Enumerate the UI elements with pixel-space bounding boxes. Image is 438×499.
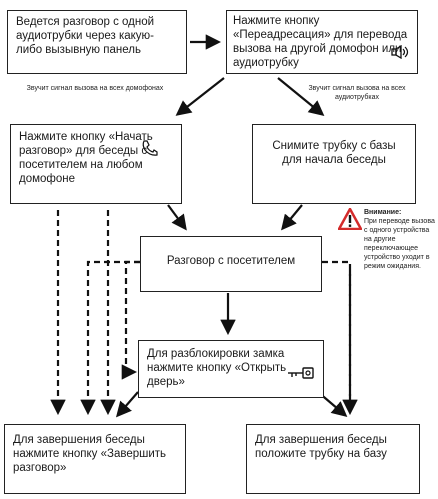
step-box-7: Для завершения беседы нажмите кнопку «За…	[4, 424, 186, 494]
note-right: Звучит сигнал вызова на всех аудиотрубка…	[302, 84, 412, 102]
note-left: Звучит сигнал вызова на всех домофонах	[20, 84, 170, 93]
step-text-4: Снимите трубку с базы для начала беседы	[272, 140, 396, 166]
step-text-2: Нажмите кнопку «Переадресация» для перев…	[233, 15, 408, 69]
dashed-b5-b7	[80, 260, 140, 416]
note-left-text: Звучит сигнал вызова на всех домофонах	[26, 85, 164, 92]
key-icon	[287, 367, 315, 383]
step-box-5: Разговор с посетителем	[140, 236, 322, 292]
step-box-2: Нажмите кнопку «Переадресация» для перев…	[226, 10, 418, 74]
note-right-text: Звучит сигнал вызова на всех аудиотрубка…	[308, 85, 406, 101]
step-box-3: Нажмите кнопку «Начать разговор» для бес…	[10, 124, 182, 204]
step-box-4: Снимите трубку с базы для начала беседы	[252, 124, 416, 204]
arrow-b2-b4	[277, 77, 325, 116]
step-box-1: Ведется разговор с одной аудиотрубки чер…	[7, 10, 187, 74]
warning-note: Внимание: При переводе вызова с одного у…	[364, 208, 438, 271]
step-text-5: Разговор с посетителем	[166, 255, 296, 267]
step-text-1: Ведется разговор с одной аудиотрубки чер…	[16, 16, 155, 56]
arrow-b6-b7	[115, 391, 139, 418]
step-text-7: Для завершения беседы нажмите кнопку «За…	[13, 434, 167, 474]
dashed-b5-b8	[322, 260, 358, 416]
warning-text: При переводе вызова с одного устройства …	[364, 218, 435, 270]
phone-icon	[141, 139, 159, 161]
step-text-3: Нажмите кнопку «Начать разговор» для бес…	[19, 131, 153, 185]
step-text-8: Для завершения беседы положите трубку на…	[255, 434, 387, 460]
arrow-b4-b5	[281, 204, 303, 231]
arrow-b3-b5	[167, 204, 187, 231]
step-box-6: Для разблокировки замка нажмите кнопку «…	[138, 340, 324, 398]
step-box-8: Для завершения беседы положите трубку на…	[246, 424, 420, 494]
warning-title: Внимание:	[364, 209, 402, 216]
step-text-6: Для разблокировки замка нажмите кнопку «…	[147, 348, 287, 388]
redirect-icon	[391, 44, 411, 63]
arrow-b2-b3	[175, 77, 225, 116]
warning-icon	[337, 207, 363, 235]
